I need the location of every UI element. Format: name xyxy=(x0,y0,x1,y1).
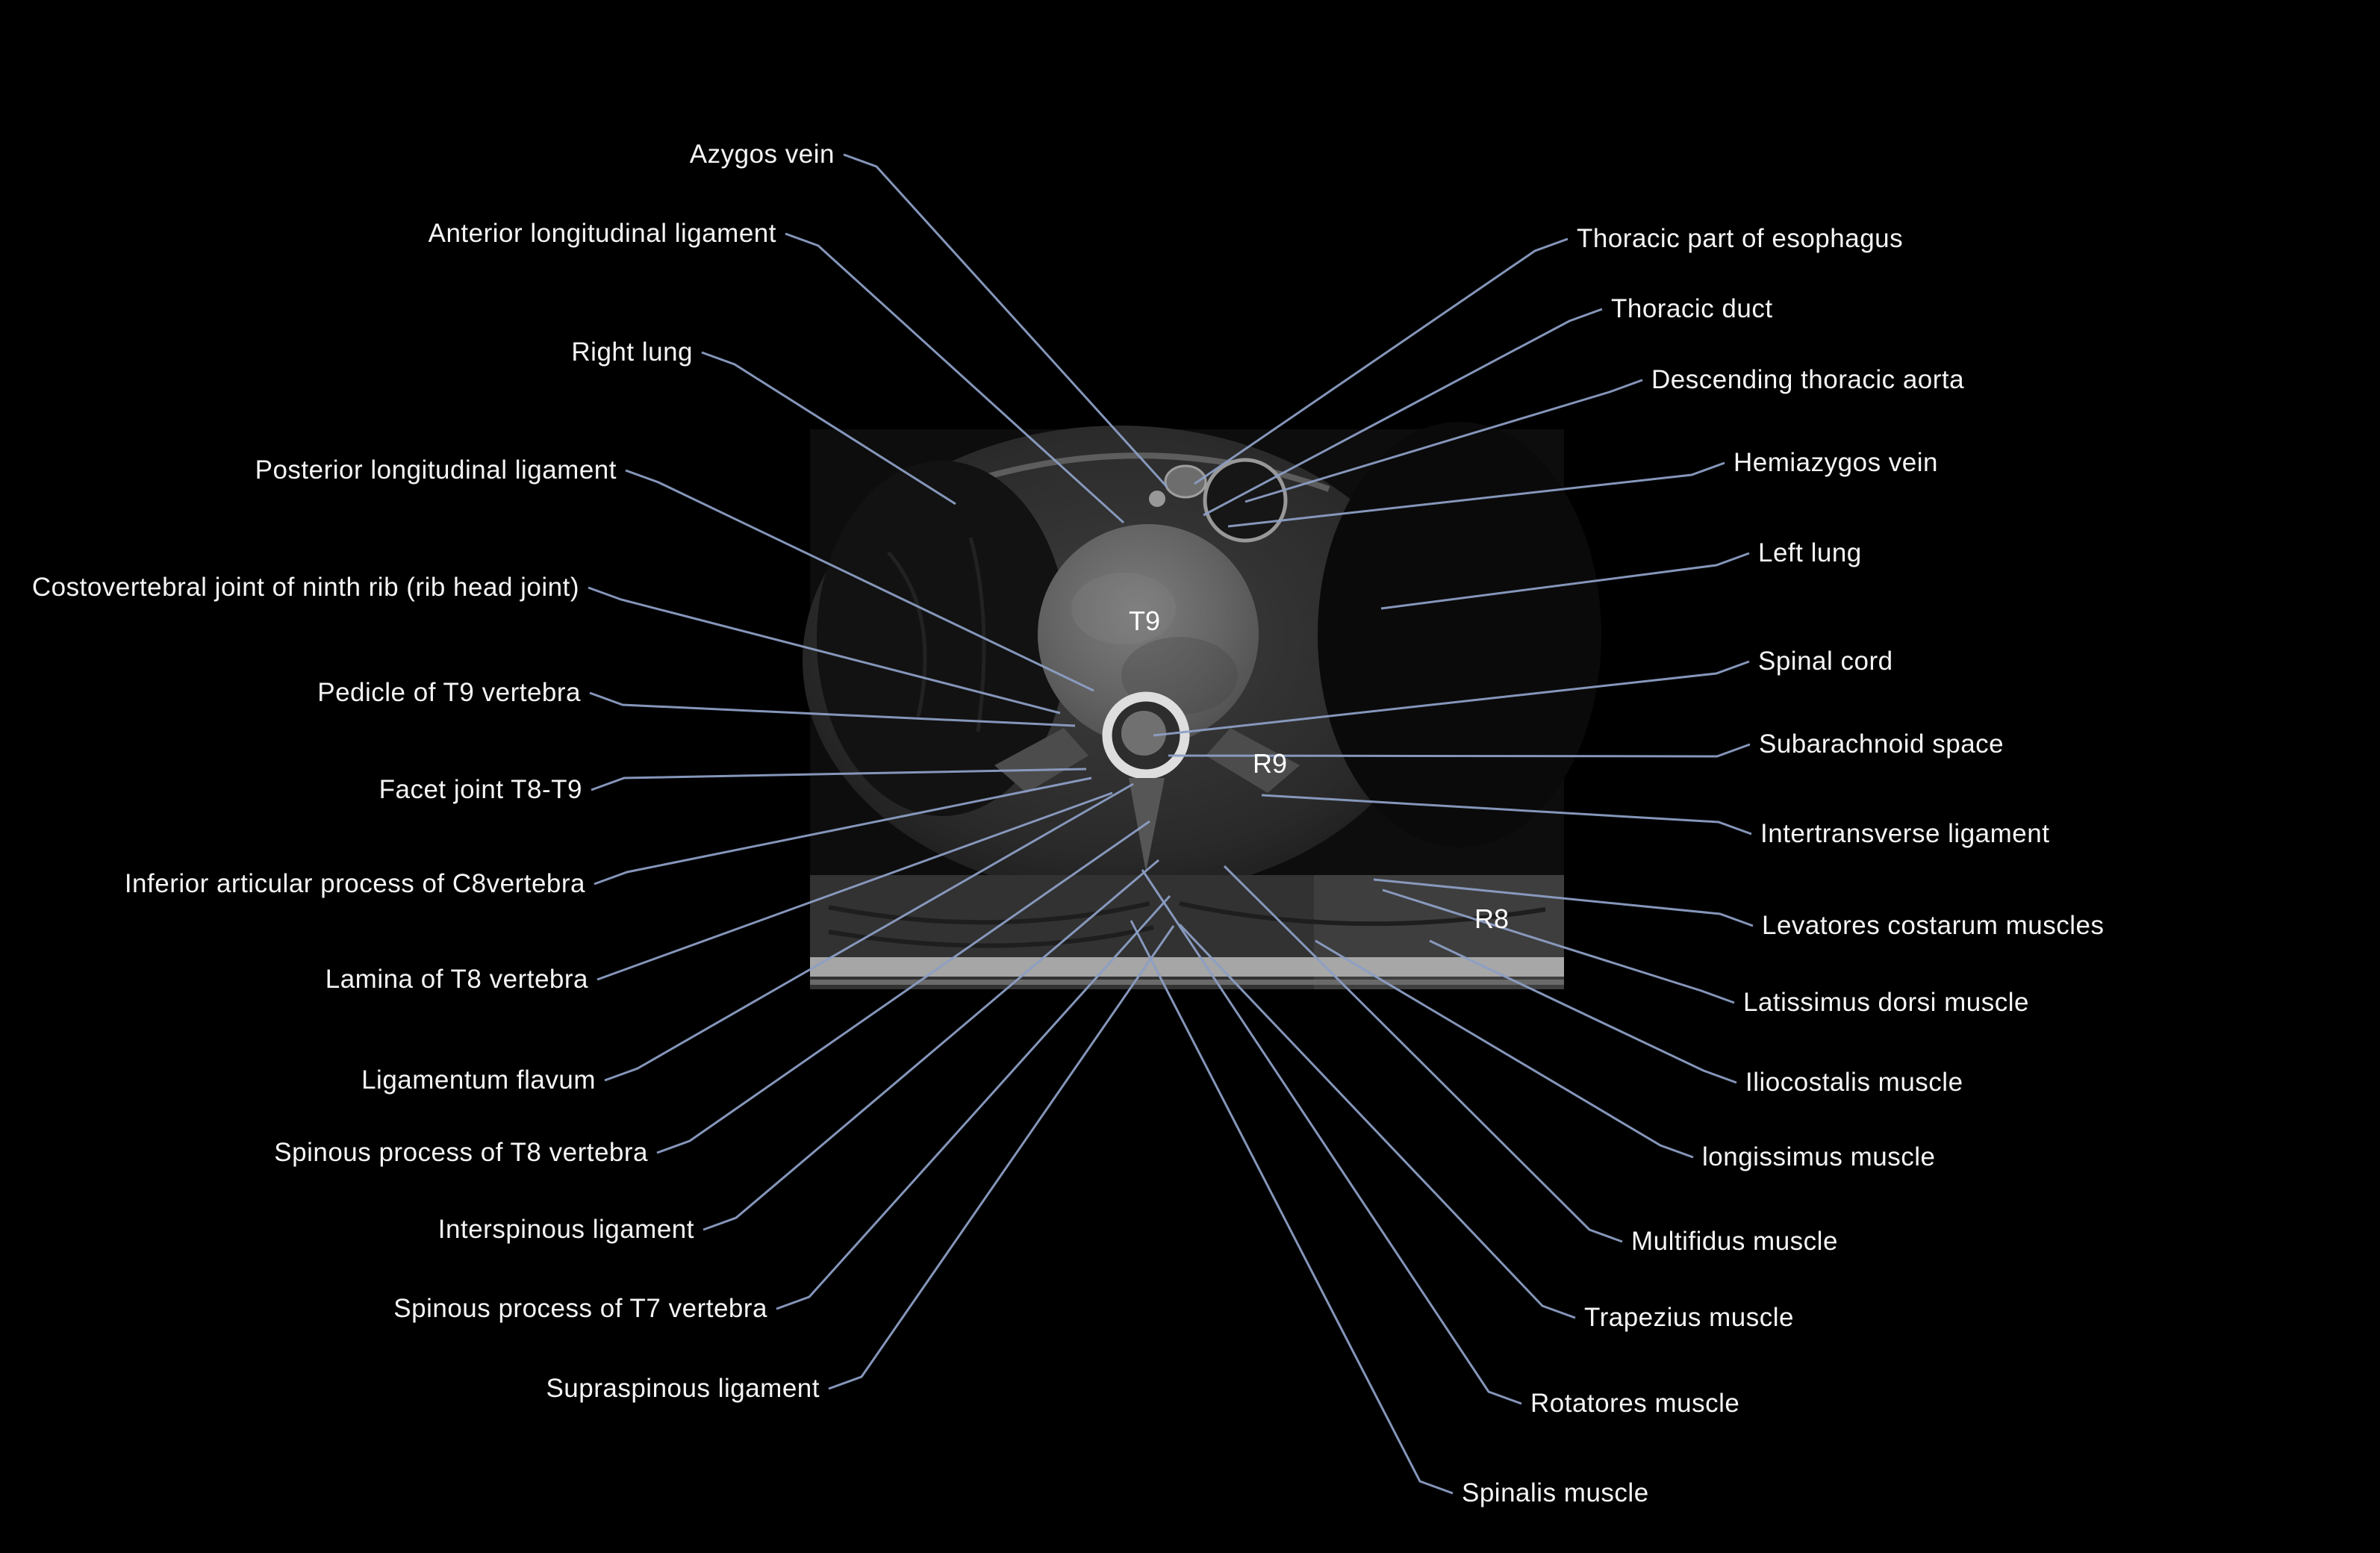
leader-line-iliocostalis-muscle xyxy=(1429,939,1737,1084)
label-ligamentum-flavum: Ligamentum flavum xyxy=(361,1065,596,1095)
label-pedicle-of-t9-vertebra: Pedicle of T9 vertebra xyxy=(317,678,581,707)
mri-inline-label-r8: R8 xyxy=(1474,903,1510,934)
leader-line-lamina-of-t8-vertebra xyxy=(596,791,1113,981)
leader-line-pedicle-of-t9-vertebra xyxy=(589,691,1076,727)
mri-inline-label-r9: R9 xyxy=(1253,748,1288,779)
esophagus-structure xyxy=(1164,464,1207,499)
label-interspinous-ligament: Interspinous ligament xyxy=(437,1215,694,1244)
label-anterior-longitudinal-ligament: Anterior longitudinal ligament xyxy=(428,219,776,248)
label-spinous-process-of-t8-vertebra: Spinous process of T8 vertebra xyxy=(274,1138,648,1167)
spinous-process-structure xyxy=(1129,778,1165,872)
leader-line-latissimus-dorsi-muscle xyxy=(1382,888,1735,1004)
mri-inline-label-t9: T9 xyxy=(1129,606,1161,636)
leader-line-thoracic-part-of-esophagus xyxy=(1194,237,1569,485)
leader-line-hemiazygos-vein xyxy=(1227,461,1725,528)
label-trapezius-muscle: Trapezius muscle xyxy=(1584,1303,1794,1332)
leader-line-inferior-articular-process-of-c8-vertebra xyxy=(594,776,1092,886)
lung-vessel-texture xyxy=(887,537,986,732)
leader-line-descending-thoracic-aorta xyxy=(1244,379,1643,503)
leader-line-levatores-costarum-muscles xyxy=(1373,878,1754,927)
label-subarachnoid-space: Subarachnoid space xyxy=(1759,729,2004,759)
label-iliocostalis-muscle: Iliocostalis muscle xyxy=(1745,1068,1963,1097)
leader-line-right-lung xyxy=(701,351,956,505)
leader-line-multifidus-muscle xyxy=(1223,865,1623,1243)
azygos-structure xyxy=(1149,491,1165,507)
label-spinal-cord: Spinal cord xyxy=(1758,647,1893,676)
label-inferior-articular-process-of-c8-vertebra: Inferior articular process of C8vertebra xyxy=(124,869,585,898)
right-lung-region xyxy=(817,461,1068,816)
skin-line xyxy=(810,980,1564,985)
label-spinous-process-of-t7-vertebra: Spinous process of T7 vertebra xyxy=(393,1294,767,1323)
leader-line-interspinous-ligament xyxy=(703,859,1159,1231)
muscle-striations xyxy=(828,901,1546,948)
leader-line-spinous-process-of-t7-vertebra xyxy=(776,894,1171,1310)
label-thoracic-duct: Thoracic duct xyxy=(1611,294,1773,323)
label-azygos-vein: Azygos vein xyxy=(689,140,835,169)
left-lung-region xyxy=(1318,422,1601,847)
leader-line-anterior-longitudinal-ligament xyxy=(785,232,1125,524)
label-posterior-longitudinal-ligament: Posterior longitudinal ligament xyxy=(255,455,617,485)
aorta-structure xyxy=(1203,458,1288,543)
label-thoracic-part-of-esophagus: Thoracic part of esophagus xyxy=(1577,224,1904,253)
leader-line-trapezius-muscle xyxy=(1178,923,1576,1319)
spinal-cord-structure xyxy=(1121,711,1166,756)
label-facet-joint-t8-t9: Facet joint T8-T9 xyxy=(379,775,582,804)
leader-line-longissimus-muscle xyxy=(1315,939,1694,1159)
leader-line-intertransverse-ligament xyxy=(1261,794,1752,835)
leader-line-spinalis-muscle xyxy=(1130,920,1454,1495)
leader-line-spinous-process-of-t8-vertebra xyxy=(656,820,1150,1154)
label-descending-thoracic-aorta: Descending thoracic aorta xyxy=(1651,365,1965,394)
label-supraspinous-ligament: Supraspinous ligament xyxy=(546,1374,820,1403)
leader-line-costovertebral-joint-of-ninth-rib xyxy=(588,586,1061,715)
label-lamina-of-t8-vertebra: Lamina of T8 vertebra xyxy=(325,965,588,994)
label-latissimus-dorsi-muscle: Latissimus dorsi muscle xyxy=(1743,988,2029,1017)
leader-line-facet-joint-t8-t9 xyxy=(591,768,1087,791)
label-left-lung: Left lung xyxy=(1758,538,1862,567)
label-intertransverse-ligament: Intertransverse ligament xyxy=(1760,819,2050,848)
leader-line-thoracic-duct xyxy=(1203,308,1603,517)
left-transverse-process xyxy=(994,728,1088,793)
leader-line-spinal-cord xyxy=(1153,660,1750,737)
leader-line-rotatores-muscle xyxy=(1141,869,1522,1405)
leader-line-supraspinous-ligament xyxy=(828,925,1175,1390)
leader-lines xyxy=(588,153,1754,1495)
label-levatores-costarum-muscles: Levatores costarum muscles xyxy=(1762,911,2105,940)
label-rotatores-muscle: Rotatores muscle xyxy=(1530,1389,1740,1418)
mri-image xyxy=(803,422,1601,989)
label-longissimus-muscle: longissimus muscle xyxy=(1702,1142,1936,1171)
leader-line-subarachnoid-space xyxy=(1168,743,1751,758)
label-hemiazygos-vein: Hemiazygos vein xyxy=(1733,448,1938,477)
label-costovertebral-joint-of-ninth-rib: Costovertebral joint of ninth rib (rib h… xyxy=(31,573,579,602)
label-spinalis-muscle: Spinalis muscle xyxy=(1462,1478,1649,1507)
leader-line-azygos-vein xyxy=(843,153,1168,488)
vertebra-mottle-light xyxy=(1071,573,1176,644)
right-transverse-process xyxy=(1206,728,1300,793)
leader-line-posterior-longitudinal-ligament xyxy=(625,469,1094,692)
leader-line-ligamentum-flavum xyxy=(604,782,1134,1082)
label-right-lung: Right lung xyxy=(571,337,693,367)
leader-line-left-lung xyxy=(1380,552,1750,610)
subcutaneous-fat-band xyxy=(810,957,1564,977)
label-multifidus-muscle: Multifidus muscle xyxy=(1631,1227,1838,1256)
